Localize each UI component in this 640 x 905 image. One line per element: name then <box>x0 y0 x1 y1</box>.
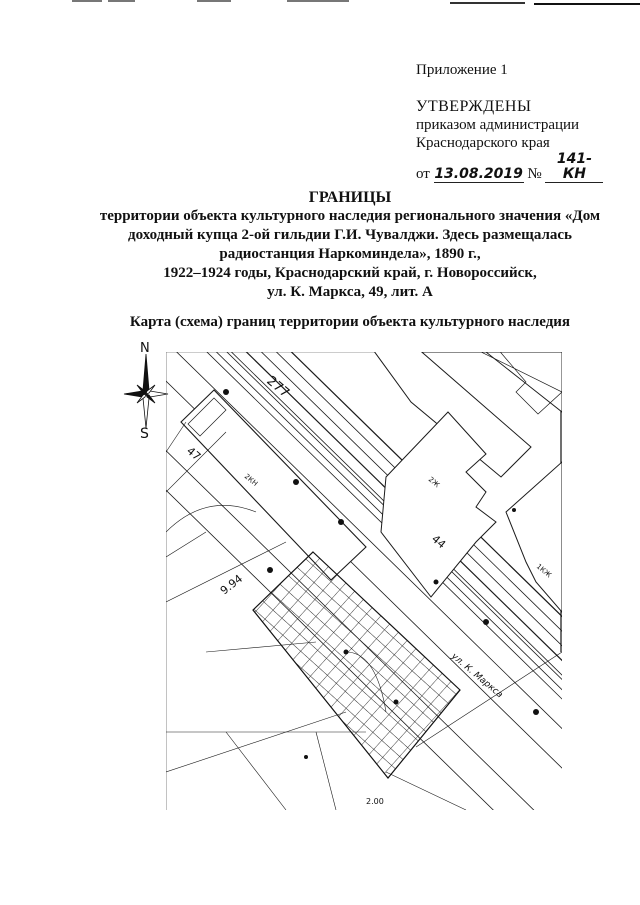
map-label-bottom: 2.00 <box>366 797 384 806</box>
map-label-area: 9.94 <box>218 572 245 597</box>
title-line-4: 1922–1924 годы, Краснодарский край, г. Н… <box>163 265 537 281</box>
approval-block: УТВЕРЖДЕНЫ приказом администрации Красно… <box>416 98 604 183</box>
title-line-5: ул. К. Маркса, 49, лит. А <box>267 284 433 300</box>
compass-south: S <box>140 426 149 440</box>
approval-date: 13.08.2019 <box>433 166 524 183</box>
from-label: от <box>416 166 430 182</box>
map-label-47: 47 <box>184 444 203 463</box>
title-line-3: радиостанция Наркоминдела», 1890 г., <box>219 246 481 262</box>
number-label: № <box>527 166 542 182</box>
title-line-1: территории объекта культурного наследия … <box>99 208 601 224</box>
map-caption: Карта (схема) границ территории объекта … <box>129 314 571 330</box>
compass-rose-icon: N S <box>118 340 174 442</box>
scan-edge-artifact <box>0 0 640 6</box>
approval-heading: УТВЕРЖДЕНЫ <box>416 98 532 115</box>
cadastral-map: 277 47 44 2КН 2Ж 1КЖ 9.94 ул. К. Маркса … <box>166 352 562 810</box>
title-main: ГРАНИЦЫ <box>308 189 392 206</box>
appendix-label: Приложение 1 <box>416 62 508 78</box>
approval-line-2: Краснодарского края <box>416 135 550 151</box>
approval-line-1: приказом администрации <box>416 117 580 133</box>
approval-date-row: от 13.08.2019 № 141-КН <box>416 152 604 183</box>
title-line-2: доходный купца 2-ой гильдии Г.И. Чувалдж… <box>127 227 572 243</box>
document-title: ГРАНИЦЫ территории объекта культурного н… <box>60 188 640 302</box>
approval-number: 141-КН <box>545 152 604 183</box>
compass-north: N <box>140 341 150 356</box>
